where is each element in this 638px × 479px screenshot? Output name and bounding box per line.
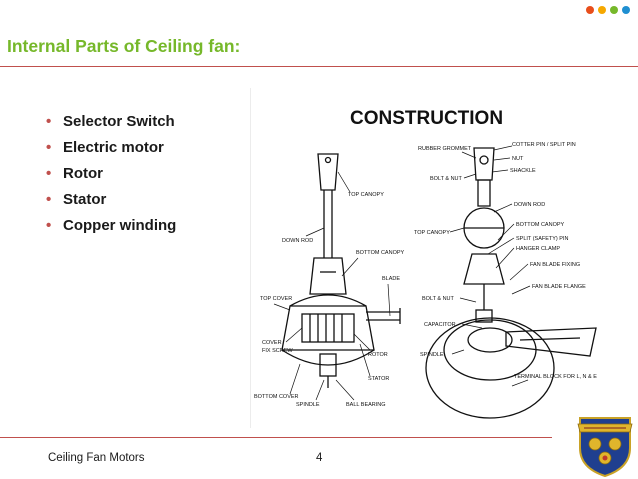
label-terminal-block: TERMINAL BLOCK FOR L, N & E	[514, 374, 597, 380]
title-divider	[0, 66, 638, 67]
left-leader-lines	[273, 171, 391, 401]
bullet-text: Copper winding	[63, 217, 177, 234]
label-blade: BLADE	[382, 276, 400, 282]
bullet-text: Electric motor	[63, 139, 164, 156]
label-cotter-pin: COTTER PIN / SPLIT PIN	[512, 142, 576, 148]
bullet-dot-icon: •	[46, 113, 52, 130]
label-fan-blade-fixing: FAN BLADE FIXING	[530, 262, 580, 268]
bullet-dot-icon: •	[46, 191, 52, 208]
right-leader-lines	[449, 145, 531, 387]
label-spindle-right: SPINDLE	[420, 352, 444, 358]
label-fan-blade-flange: FAN BLADE FLANGE	[532, 284, 586, 290]
label-capacitor: CAPACITOR	[424, 322, 456, 328]
label-cover: COVER	[262, 340, 282, 346]
label-stator: STATOR	[368, 376, 389, 382]
university-crest-icon	[577, 417, 633, 478]
label-ball-bearing: BALL BEARING	[346, 402, 386, 408]
label-bolt-nut-top: BOLT & NUT	[430, 176, 463, 182]
dot-green	[610, 6, 618, 14]
bullet-dot-icon: •	[46, 217, 52, 234]
dot-yellow	[598, 6, 606, 14]
bullet-text: Selector Switch	[63, 113, 175, 130]
bullet-text: Rotor	[63, 165, 103, 182]
bullet-list: •Selector Switch •Electric motor •Rotor …	[46, 112, 176, 242]
bullet-text: Stator	[63, 191, 107, 208]
construction-diagram: CONSTRUCTION TOP CANOP	[250, 88, 597, 428]
bullet-item: • Electric motor	[46, 138, 176, 164]
dot-blue	[622, 6, 630, 14]
footer-title: Ceiling Fan Motors	[48, 452, 145, 464]
footer-divider	[0, 437, 552, 438]
label-top-canopy-right: TOP CANOPY	[414, 230, 450, 236]
bullet-dot-icon: •	[46, 139, 52, 156]
label-shackle: SHACKLE	[510, 168, 536, 174]
header-bar	[0, 0, 638, 24]
label-bottom-cover: BOTTOM COVER	[254, 394, 299, 400]
label-bottom-canopy-right: BOTTOM CANOPY	[516, 222, 565, 228]
label-rotor: ROTOR	[368, 352, 388, 358]
label-bolt-nut-bottom: BOLT & NUT	[422, 296, 455, 302]
label-spindle: SPINDLE	[296, 402, 320, 408]
label-hanger-clamp: HANGER CLAMP	[516, 246, 560, 252]
bullet-item: • Rotor	[46, 164, 176, 190]
bullet-item: • Stator	[46, 190, 176, 216]
right-labels: RUBBER GROMMET COTTER PIN / SPLIT PIN NU…	[414, 142, 597, 380]
label-nut: NUT	[512, 156, 524, 162]
label-down-rod: DOWN ROD	[282, 238, 313, 244]
label-rubber-grommet: RUBBER GROMMET	[418, 146, 472, 152]
bullet-item: • Copper winding	[46, 216, 176, 242]
bullet-dot-icon: •	[46, 165, 52, 182]
label-top-canopy: TOP CANOPY	[348, 192, 384, 198]
fan-cross-section	[281, 153, 401, 388]
label-down-rod-right: DOWN ROD	[514, 202, 545, 208]
label-top-cover: TOP COVER	[260, 296, 292, 302]
page-number: 4	[316, 452, 323, 464]
fan-exploded-view	[425, 147, 597, 419]
label-fix-screw: FIX SCREW	[262, 348, 293, 354]
label-bottom-canopy: BOTTOM CANOPY	[356, 250, 405, 256]
dot-orange	[586, 6, 594, 14]
header-dots	[586, 6, 630, 14]
diagram-heading: CONSTRUCTION	[350, 108, 503, 129]
bullet-item: • Selector Switch	[46, 112, 176, 138]
slide-title: Internal Parts of Ceiling fan:	[7, 36, 241, 56]
left-labels: TOP CANOPY DOWN ROD BOTTOM CANOPY BLADE …	[254, 192, 405, 408]
label-split-pin: SPLIT (SAFETY) PIN	[516, 236, 568, 242]
